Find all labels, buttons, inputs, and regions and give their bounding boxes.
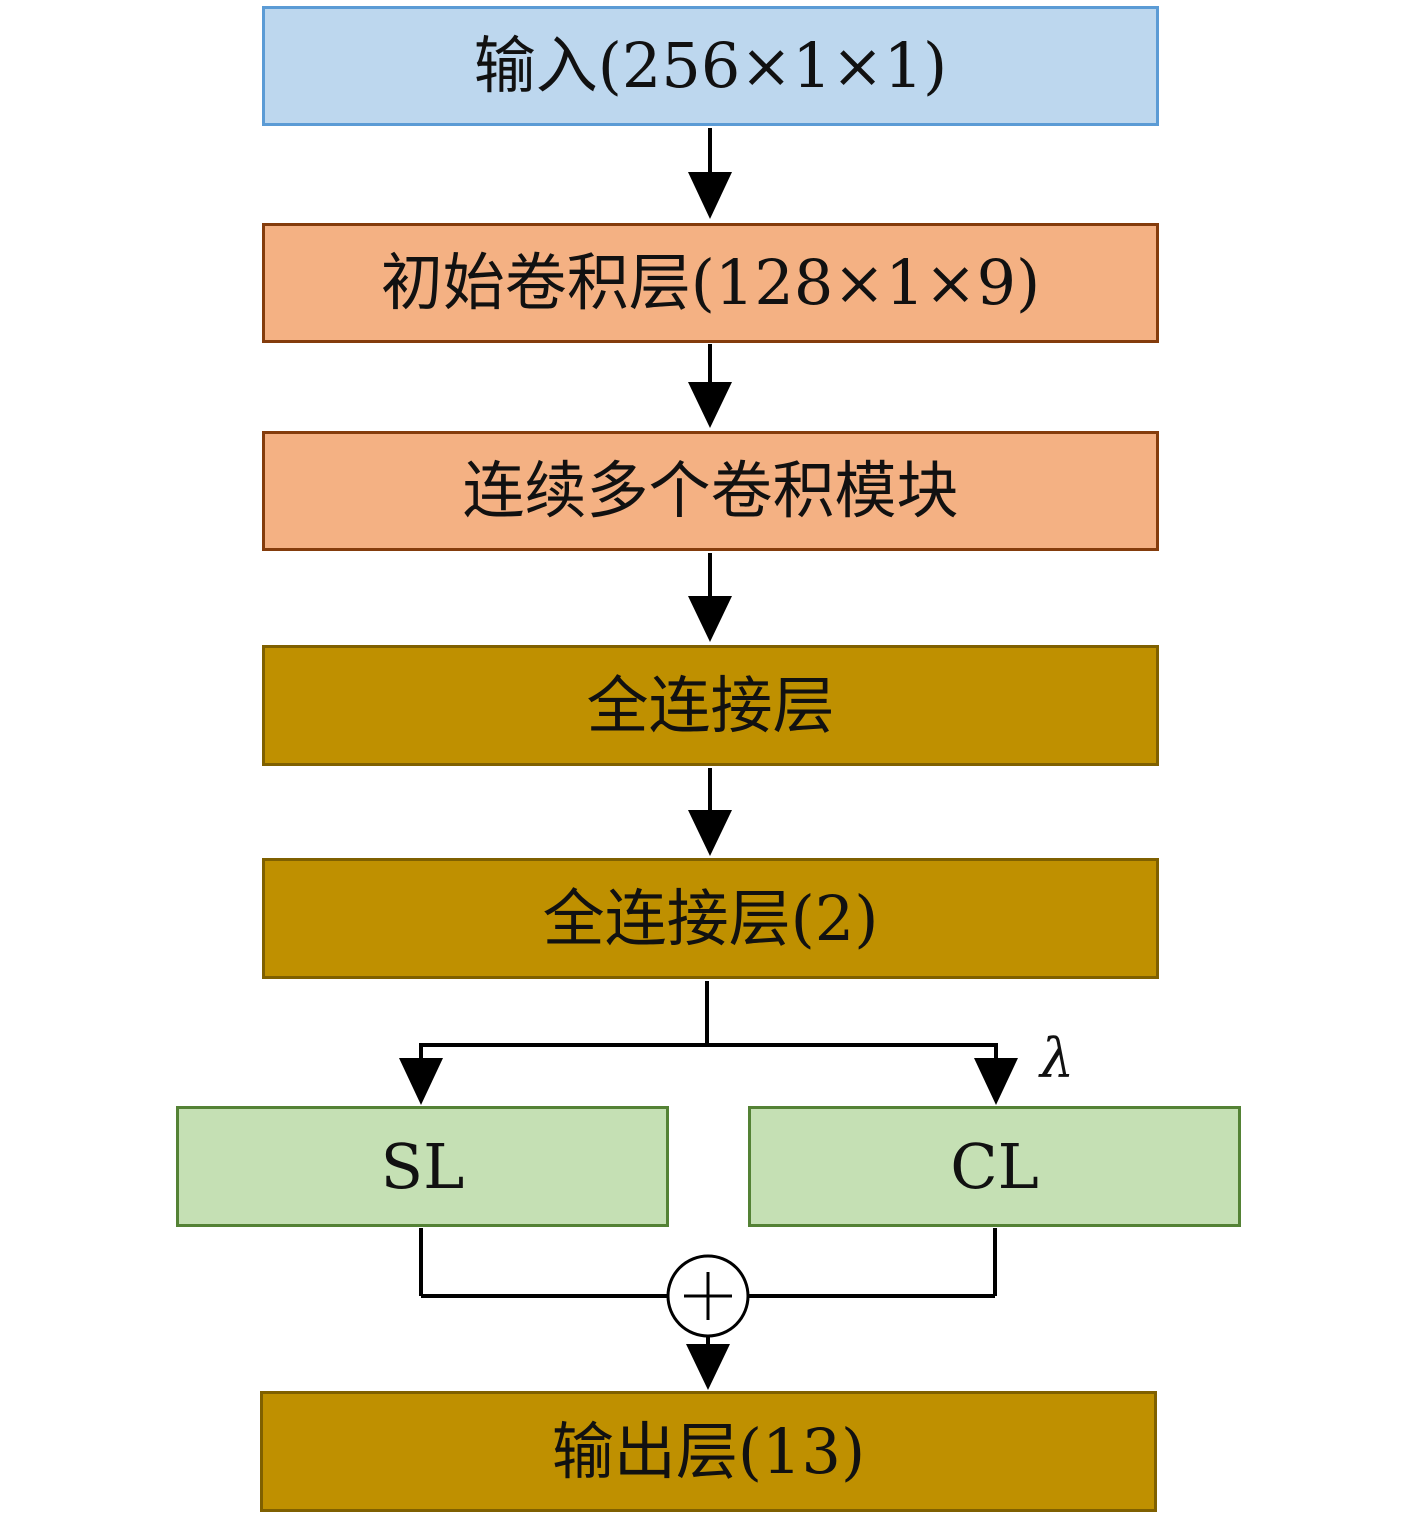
- cl-node-label: CL: [950, 1129, 1039, 1203]
- output-node-label: 输出层(13): [551, 1414, 866, 1488]
- arrowhead-to-sl: [399, 1058, 443, 1105]
- arrow-convs-to-fc1: [688, 553, 732, 642]
- merge-connector: [419, 1228, 997, 1298]
- sl-node: SL: [176, 1106, 669, 1227]
- arrowhead-to-cl: [974, 1058, 1018, 1105]
- initial-conv-node-label: 初始卷积层(128×1×9): [380, 246, 1041, 319]
- arrow-sum-to-output: [686, 1336, 730, 1390]
- fully-connected-node-label: 全连接层: [586, 668, 835, 742]
- input-node: 输入(256×1×1): [262, 6, 1159, 126]
- cl-node: CL: [748, 1106, 1241, 1227]
- arrow-input-to-conv0: [688, 128, 732, 219]
- sl-node-label: SL: [380, 1129, 465, 1203]
- output-node: 输出层(13): [260, 1391, 1157, 1512]
- input-node-label: 输入(256×1×1): [473, 29, 948, 102]
- fully-connected-2-node: 全连接层(2): [262, 858, 1159, 979]
- arrow-fc1-to-fc2: [688, 768, 732, 856]
- initial-conv-node: 初始卷积层(128×1×9): [262, 223, 1159, 343]
- conv-modules-node-label: 连续多个卷积模块: [462, 454, 959, 527]
- lambda-weight-label: λ: [1040, 1027, 1075, 1090]
- fully-connected-2-node-label: 全连接层(2): [542, 881, 879, 955]
- sum-node-icon: [666, 1254, 750, 1338]
- conv-modules-node: 连续多个卷积模块: [262, 431, 1159, 551]
- split-connector: [419, 981, 998, 1062]
- fully-connected-node: 全连接层: [262, 645, 1159, 766]
- arrow-conv0-to-convs: [688, 344, 732, 428]
